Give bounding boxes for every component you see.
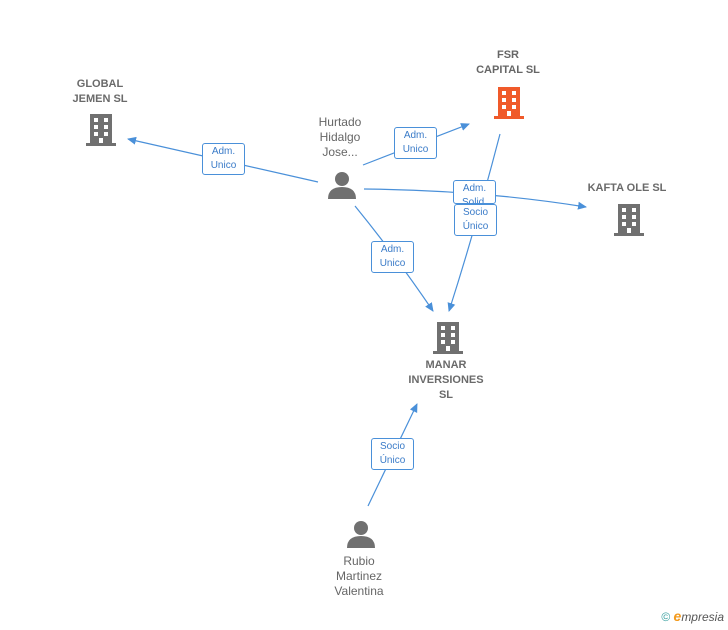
building-icon[interactable]: [86, 112, 116, 147]
building-icon[interactable]: [614, 204, 644, 236]
edge-label-line: Adm.: [380, 244, 405, 255]
edge-label-line: Adm.: [211, 146, 236, 157]
label-line: Jose...: [322, 145, 358, 159]
label-line: FSR: [497, 49, 519, 61]
edge-label-line: Socio: [462, 207, 488, 218]
brand-initial: e: [673, 608, 682, 624]
node-global-jemen-label[interactable]: GLOBAL JEMEN SL: [60, 77, 140, 107]
edge-label-line: Unico: [210, 160, 237, 171]
edge-label-line: Unico: [402, 144, 429, 155]
copyright-symbol: ©: [661, 610, 671, 624]
label-line: JEMEN SL: [72, 93, 128, 105]
edge-label-socio-unico[interactable]: Socio Único: [454, 204, 497, 236]
label-line: Hidalgo: [319, 130, 361, 144]
node-fsr-capital-label[interactable]: FSR CAPITAL SL: [462, 48, 554, 78]
label-line: Hurtado: [318, 115, 362, 129]
label-line: GLOBAL: [76, 78, 124, 90]
label-line: INVERSIONES: [408, 374, 484, 386]
node-kafta-ole-label[interactable]: KAFTA OLE SL: [578, 181, 676, 196]
label-line: Valentina: [334, 584, 384, 598]
building-icon[interactable]: [433, 322, 463, 354]
label-line: MANAR: [425, 359, 467, 371]
edge-label-line: Socio: [379, 441, 405, 452]
person-icon[interactable]: [347, 521, 375, 548]
edge-label-adm-unico[interactable]: Adm. Unico: [202, 143, 245, 175]
label-line: SL: [438, 389, 454, 401]
edge-label-line: Unico: [379, 258, 406, 269]
label-line: CAPITAL SL: [476, 64, 540, 76]
edge-label-adm-unico[interactable]: Adm. Unico: [371, 241, 414, 273]
building-icon-highlight[interactable]: [494, 87, 524, 119]
edge-label-adm-solid[interactable]: Adm. Solid.: [453, 180, 496, 204]
node-hurtado-label[interactable]: Hurtado Hidalgo Jose...: [305, 115, 375, 160]
edge-label-socio-unico[interactable]: Socio Único: [371, 438, 414, 470]
node-manar-label[interactable]: MANAR INVERSIONES SL: [398, 358, 494, 403]
empresia-watermark: © empresia: [661, 608, 724, 624]
edge-label-line: Adm.: [462, 183, 487, 194]
label-line: KAFTA OLE SL: [587, 182, 667, 194]
edge-label-line: Único: [462, 221, 489, 232]
edge-label-line: Adm.: [403, 130, 428, 141]
edge-label-adm-unico[interactable]: Adm. Unico: [394, 127, 437, 159]
label-line: Rubio: [343, 554, 375, 568]
brand-name: mpresia: [681, 610, 724, 624]
label-line: Martinez: [335, 569, 382, 583]
edge-label-line: Único: [379, 455, 406, 466]
person-icon[interactable]: [328, 172, 356, 199]
node-rubio-label[interactable]: Rubio Martinez Valentina: [322, 554, 396, 599]
edge-label-line: Solid.: [461, 197, 487, 204]
